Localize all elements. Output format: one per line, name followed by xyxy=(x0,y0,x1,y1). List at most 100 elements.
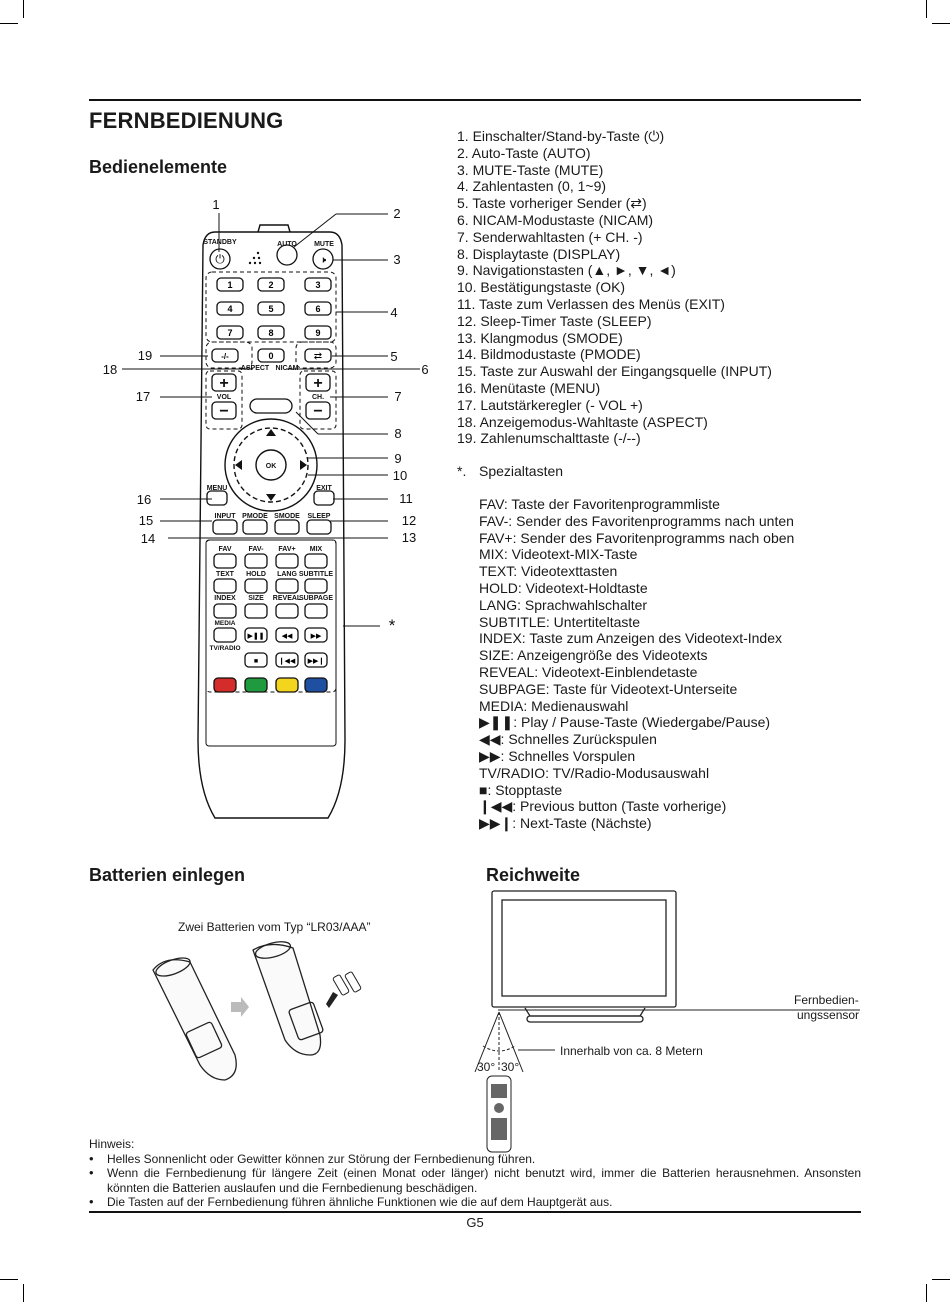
callout-number: 6 xyxy=(421,362,428,377)
controls-list-item: 19. Zahlenumschalttaste (-/--) xyxy=(457,430,641,447)
section-controls-heading: Bedienelemente xyxy=(89,157,228,177)
remote-label-lang: LANG xyxy=(277,571,297,578)
digit-label: 6 xyxy=(315,304,320,314)
crop-mark-bl-h xyxy=(0,1279,18,1280)
special-list-item: LANG: Sprachwahlschalter xyxy=(479,596,648,613)
controls-list-item: 1. Einschalter/Stand-by-Taste (⏻) xyxy=(457,128,665,144)
svg-text:+: + xyxy=(219,375,228,392)
digit-key xyxy=(304,325,332,340)
digit-label: 5 xyxy=(268,304,273,314)
digit-label: 8 xyxy=(268,328,273,338)
teletext-key xyxy=(304,603,328,619)
top-rule xyxy=(89,99,861,101)
digit-key xyxy=(304,277,332,292)
remote-label-input: INPUT xyxy=(215,513,237,520)
remote-label-sleep: SLEEP xyxy=(308,513,331,520)
special-list-item: TV/RADIO: TV/Radio-Modusauswahl xyxy=(479,764,710,781)
section-range-heading: Reichweite xyxy=(486,865,581,885)
controls-list-item: 11. Taste zum Verlassen des Menüs (EXIT) xyxy=(457,295,725,312)
remote-label-smode: SMODE xyxy=(274,513,300,520)
note-item: Wenn die Fernbedienung für längere Zeit … xyxy=(89,1166,861,1195)
remote-label-favm: FAV- xyxy=(248,546,264,553)
media-key xyxy=(304,627,328,643)
svg-text:🕨: 🕨 xyxy=(320,255,327,266)
controls-list-item: 14. Bildmodustaste (PMODE) xyxy=(457,346,641,363)
digit-label: -/- xyxy=(221,352,229,361)
digit-label: 9 xyxy=(315,328,320,338)
callout-number: 2 xyxy=(393,206,400,221)
remote-label-exit: EXIT xyxy=(316,485,332,492)
callout-number: 10 xyxy=(393,468,407,483)
color-key xyxy=(244,677,268,693)
page-number: G5 xyxy=(466,1215,484,1230)
battery-illustration xyxy=(152,941,362,1081)
svg-text:+: + xyxy=(313,375,322,392)
function-key xyxy=(212,519,238,535)
callout-number: 18 xyxy=(103,362,117,377)
controls-list-item: 9. Navigationstasten (▲, ►, ▼, ◄) xyxy=(457,262,676,279)
teletext-key xyxy=(213,553,237,569)
remote-label-media: MEDIA xyxy=(215,620,236,627)
digit-key xyxy=(257,301,285,316)
special-list-item: SUBPAGE: Taste für Videotext-Unterseite xyxy=(479,680,738,697)
special-list-item: SIZE: Anzeigengröße des Videotexts xyxy=(479,647,708,664)
special-list-item: TEXT: Videotexttasten xyxy=(479,563,618,580)
digit-label: 0 xyxy=(268,351,273,361)
media-icon: ▶❚❚ xyxy=(247,632,264,640)
controls-list-item: 6. NICAM-Modustaste (NICAM) xyxy=(457,211,654,228)
callout-number: 3 xyxy=(393,252,400,267)
remote-label-hold: HOLD xyxy=(246,571,266,578)
controls-list-item: 12. Sleep-Timer Taste (SLEEP) xyxy=(457,312,652,329)
remote-label-mute: MUTE xyxy=(314,241,334,248)
special-list-item: ■: Stopptaste xyxy=(479,781,563,798)
color-key xyxy=(213,677,237,693)
remote-label-menu: MENU xyxy=(207,485,228,492)
special-list-item: ▶❚❚: Play / Pause-Taste (Wiedergabe/Paus… xyxy=(479,714,771,731)
digit-label: 3 xyxy=(315,280,320,290)
auto-button xyxy=(276,244,298,266)
special-list-item: ◀◀: Schnelles Zurückspulen xyxy=(479,731,657,748)
callout-number: 14 xyxy=(141,531,155,546)
media-icon: ◀◀ xyxy=(282,633,293,640)
remote-label-tvradio: TV/RADIO xyxy=(209,645,240,652)
media-icon: ▶▶❙ xyxy=(308,657,325,665)
callout-number: 16 xyxy=(137,492,151,507)
digit-switch-key xyxy=(211,348,239,363)
battery-caption: Zwei Batterien vom Typ “LR03/AAA” xyxy=(178,920,371,934)
controls-list: 1. Einschalter/Stand-by-Taste (⏻)2. Auto… xyxy=(457,128,772,447)
digit-label: 4 xyxy=(227,304,232,314)
remote-label-subpage: SUBPAGE xyxy=(299,595,333,602)
svg-text:−: − xyxy=(219,403,228,420)
callout-number: 8 xyxy=(394,426,401,441)
media-key xyxy=(213,627,237,643)
remote-label-index: INDEX xyxy=(214,595,236,602)
remote-label-pmode: PMODE xyxy=(242,513,268,520)
media-icon: ❙◀◀ xyxy=(279,657,296,665)
teletext-key xyxy=(304,578,328,594)
crop-mark-tl-h xyxy=(0,23,18,24)
remote-label-auto: AUTO xyxy=(277,241,297,248)
note-item: Die Tasten auf der Fernbedienung führen … xyxy=(89,1195,861,1210)
digit-label: 1 xyxy=(227,280,232,290)
display-button xyxy=(249,398,293,414)
controls-list-item: 15. Taste zur Auswahl der Eingangsquelle… xyxy=(457,363,772,380)
function-key xyxy=(206,490,228,506)
controls-list-item: 4. Zahlentasten (0, 1~9) xyxy=(457,178,607,195)
function-key xyxy=(306,519,332,535)
digit-key xyxy=(304,301,332,316)
controls-list-item: 3. MUTE-Taste (MUTE) xyxy=(457,161,604,178)
color-key xyxy=(275,677,299,693)
range-illustration xyxy=(474,890,860,1153)
controls-list-item: 5. Taste vorheriger Sender (⇄) xyxy=(457,195,647,212)
callout-number: * xyxy=(389,616,396,635)
angle-left: 30° xyxy=(477,1060,496,1074)
special-list-item: SUBTITLE: Untertiteltaste xyxy=(479,613,641,630)
remote-label-size: SIZE xyxy=(248,595,264,602)
media-icon: ■ xyxy=(254,658,258,665)
remote-label-aspect: ASPECT xyxy=(241,365,270,372)
controls-list-item: 18. Anzeigemodus-Wahltaste (ASPECT) xyxy=(457,413,708,430)
controls-list-item: 17. Lautstärkeregler (- VOL +) xyxy=(457,396,643,413)
media-key xyxy=(275,652,299,668)
remote-body xyxy=(197,231,346,819)
special-list-item: FAV+: Sender des Favoritenprogramms nach… xyxy=(479,529,795,546)
